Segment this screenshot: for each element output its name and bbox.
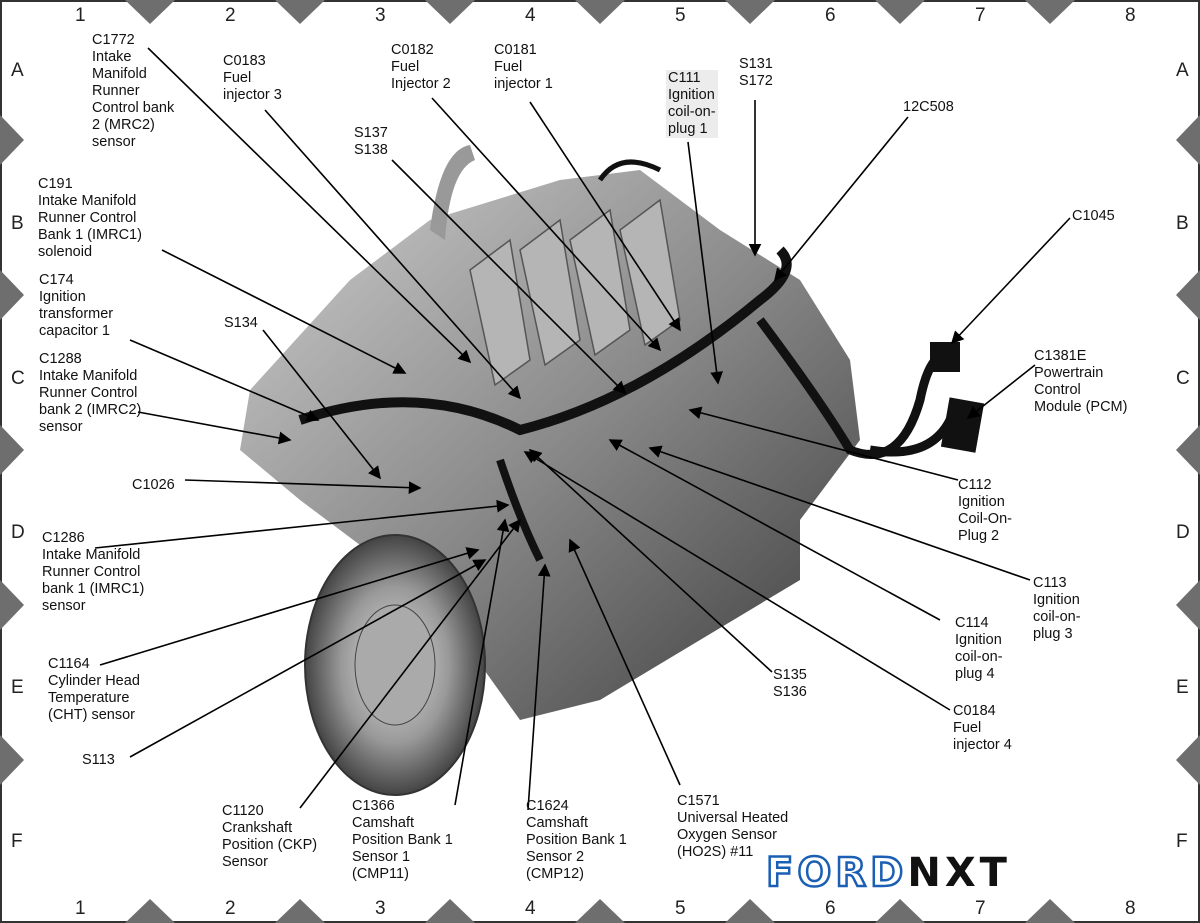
row-c: C: [11, 368, 25, 389]
label-c0181: C0181 Fuel injector 1: [494, 42, 553, 92]
label-s113: S113: [82, 752, 115, 768]
row-d-right: D: [1176, 522, 1190, 543]
label-c1164: C1164 Cylinder Head Temperature (CHT) se…: [48, 656, 140, 723]
row-f: F: [11, 831, 23, 852]
label-c1381e: C1381E Powertrain Control Module (PCM): [1034, 348, 1128, 415]
column-3-bottom: 3: [375, 898, 386, 919]
column-6: 6: [825, 5, 836, 26]
label-12c508: 12C508: [903, 99, 954, 115]
column-1-bottom: 1: [75, 898, 86, 919]
column-3: 3: [375, 5, 386, 26]
row-a-right: A: [1176, 60, 1189, 81]
label-c1772: C1772 Intake Manifold Runner Control ban…: [92, 32, 175, 150]
label-c112: C112 Ignition Coil-On- Plug 2: [958, 477, 1012, 544]
column-6-bottom: 6: [825, 898, 836, 919]
label-c1624: C1624 Camshaft Position Bank 1 Sensor 2 …: [526, 798, 627, 882]
label-c1571: C1571 Universal Heated Oxygen Sensor (HO…: [677, 793, 789, 860]
label-s131: S131 S172: [739, 56, 773, 89]
wiring-harness: [298, 246, 792, 436]
column-2-bottom: 2: [225, 898, 236, 919]
column-7: 7: [975, 5, 986, 26]
label-c191: C191 Intake Manifold Runner Control Bank…: [38, 176, 142, 260]
label-s135: S135 S136: [773, 667, 807, 700]
row-a: A: [11, 60, 24, 81]
label-c1120: C1120 Crankshaft Position (CKP) Sensor: [222, 803, 318, 870]
row-b: B: [11, 213, 24, 234]
c1045-connector: [930, 342, 960, 372]
label-c0184: C0184 Fuel injector 4: [953, 703, 1012, 753]
column-5: 5: [675, 5, 686, 26]
column-7-bottom: 7: [975, 898, 986, 919]
label-c1286: C1286 Intake Manifold Runner Control ban…: [42, 530, 145, 614]
label-s137: S137 S138: [354, 125, 388, 158]
column-4-bottom: 4: [525, 898, 536, 919]
logo-ford: FORD: [765, 850, 908, 897]
label-c1045: C1045: [1072, 208, 1115, 224]
label-c113: C113 Ignition coil-on- plug 3: [1033, 575, 1081, 642]
row-d: D: [11, 522, 25, 543]
column-8: 8: [1125, 5, 1136, 26]
label-c174: C174 Ignition transformer capacitor 1: [39, 272, 114, 339]
row-b-right: B: [1176, 213, 1189, 234]
column-8-bottom: 8: [1125, 898, 1136, 919]
row-e-right: E: [1176, 677, 1189, 698]
row-e: E: [11, 677, 24, 698]
label-c1288: C1288 Intake Manifold Runner Control ban…: [39, 351, 142, 435]
label-c0183: C0183 Fuel injector 3: [223, 53, 282, 103]
fordnxt-logo: FORDNXT: [765, 850, 1011, 897]
column-2: 2: [225, 5, 236, 26]
row-c-right: C: [1176, 368, 1190, 389]
label-s134: S134: [224, 315, 258, 331]
label-c1026: C1026: [132, 477, 175, 493]
label-c111: C111 Ignition coil-on- plug 1: [666, 70, 718, 138]
label-c0182: C0182 Fuel Injector 2: [391, 42, 451, 92]
label-c114: C114 Ignition coil-on- plug 4: [955, 615, 1003, 682]
column-5-bottom: 5: [675, 898, 686, 919]
label-c1366: C1366 Camshaft Position Bank 1 Sensor 1 …: [352, 798, 453, 882]
column-1: 1: [75, 5, 86, 26]
engine-block: [240, 170, 860, 720]
row-f-right: F: [1176, 831, 1188, 852]
logo-nxt: NXT: [907, 850, 1011, 896]
column-4: 4: [525, 5, 536, 26]
